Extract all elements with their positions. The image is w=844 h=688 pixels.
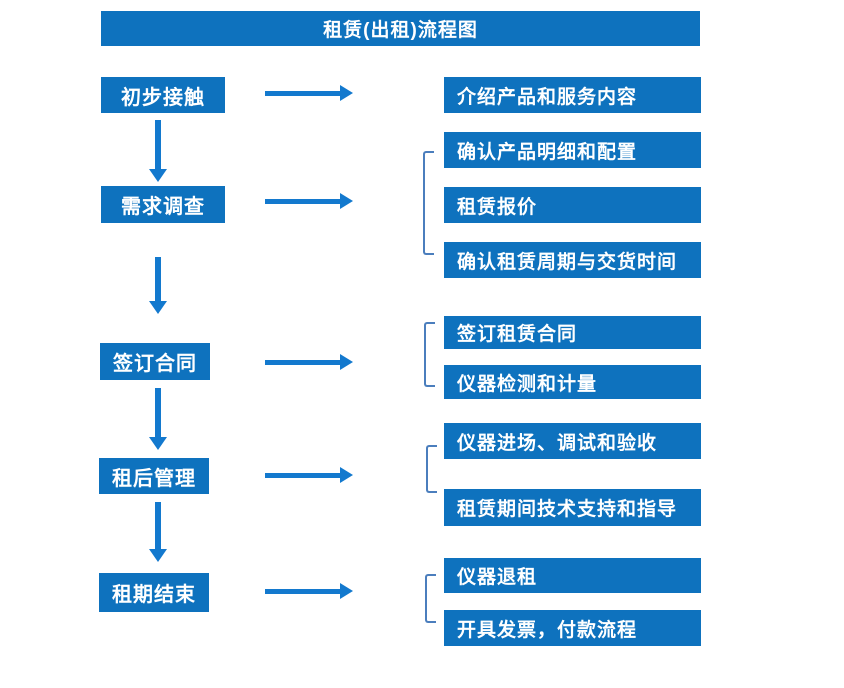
output-sign-rental-contract: 签订租赁合同 — [444, 316, 701, 349]
output-instrument-setup-acceptance: 仪器进场、调试和验收 — [444, 423, 701, 459]
arrow-right-icon — [265, 583, 353, 599]
arrow-shaft — [265, 472, 340, 478]
arrow-shaft — [265, 359, 340, 365]
arrow-shaft — [155, 120, 161, 169]
arrow-shaft — [155, 388, 161, 437]
arrow-head — [149, 549, 167, 562]
arrow-head — [340, 193, 353, 209]
arrow-right-icon — [265, 193, 353, 209]
arrow-head — [340, 85, 353, 101]
arrow-shaft — [265, 90, 340, 96]
arrow-head — [149, 169, 167, 182]
step-initial-contact: 初步接触 — [101, 77, 225, 113]
output-technical-support-guidance: 租赁期间技术支持和指导 — [444, 489, 701, 526]
step-sign-contract: 签订合同 — [100, 343, 210, 380]
arrow-shaft — [265, 588, 340, 594]
step-needs-survey: 需求调查 — [101, 186, 225, 223]
arrow-head — [340, 354, 353, 370]
arrow-right-icon — [265, 467, 353, 483]
arrow-down-icon — [149, 257, 167, 314]
step-post-rental-management: 租后管理 — [99, 458, 209, 494]
arrow-head — [149, 301, 167, 314]
output-invoice-payment-process: 开具发票，付款流程 — [444, 610, 701, 646]
output-introduce-products-services: 介绍产品和服务内容 — [444, 77, 701, 113]
arrow-right-icon — [265, 85, 353, 101]
arrow-down-icon — [149, 502, 167, 562]
flowchart-title: 租赁(出租)流程图 — [101, 11, 700, 46]
bracket-left-icon — [425, 574, 436, 623]
arrow-head — [340, 467, 353, 483]
output-instrument-testing-metering: 仪器检测和计量 — [444, 365, 701, 399]
output-confirm-rental-period-delivery: 确认租赁周期与交货时间 — [444, 242, 701, 278]
bracket-left-icon — [424, 322, 435, 387]
output-confirm-product-details: 确认产品明细和配置 — [444, 132, 701, 168]
arrow-down-icon — [149, 388, 167, 450]
arrow-shaft — [155, 502, 161, 549]
arrow-right-icon — [265, 354, 353, 370]
arrow-head — [340, 583, 353, 599]
arrow-head — [149, 437, 167, 450]
arrow-shaft — [155, 257, 161, 301]
arrow-shaft — [265, 198, 340, 204]
bracket-left-icon — [423, 151, 434, 255]
output-instrument-return: 仪器退租 — [444, 558, 701, 593]
arrow-down-icon — [149, 120, 167, 182]
step-lease-end: 租期结束 — [99, 573, 209, 612]
output-rental-quote: 租赁报价 — [444, 187, 701, 223]
bracket-left-icon — [426, 445, 437, 493]
